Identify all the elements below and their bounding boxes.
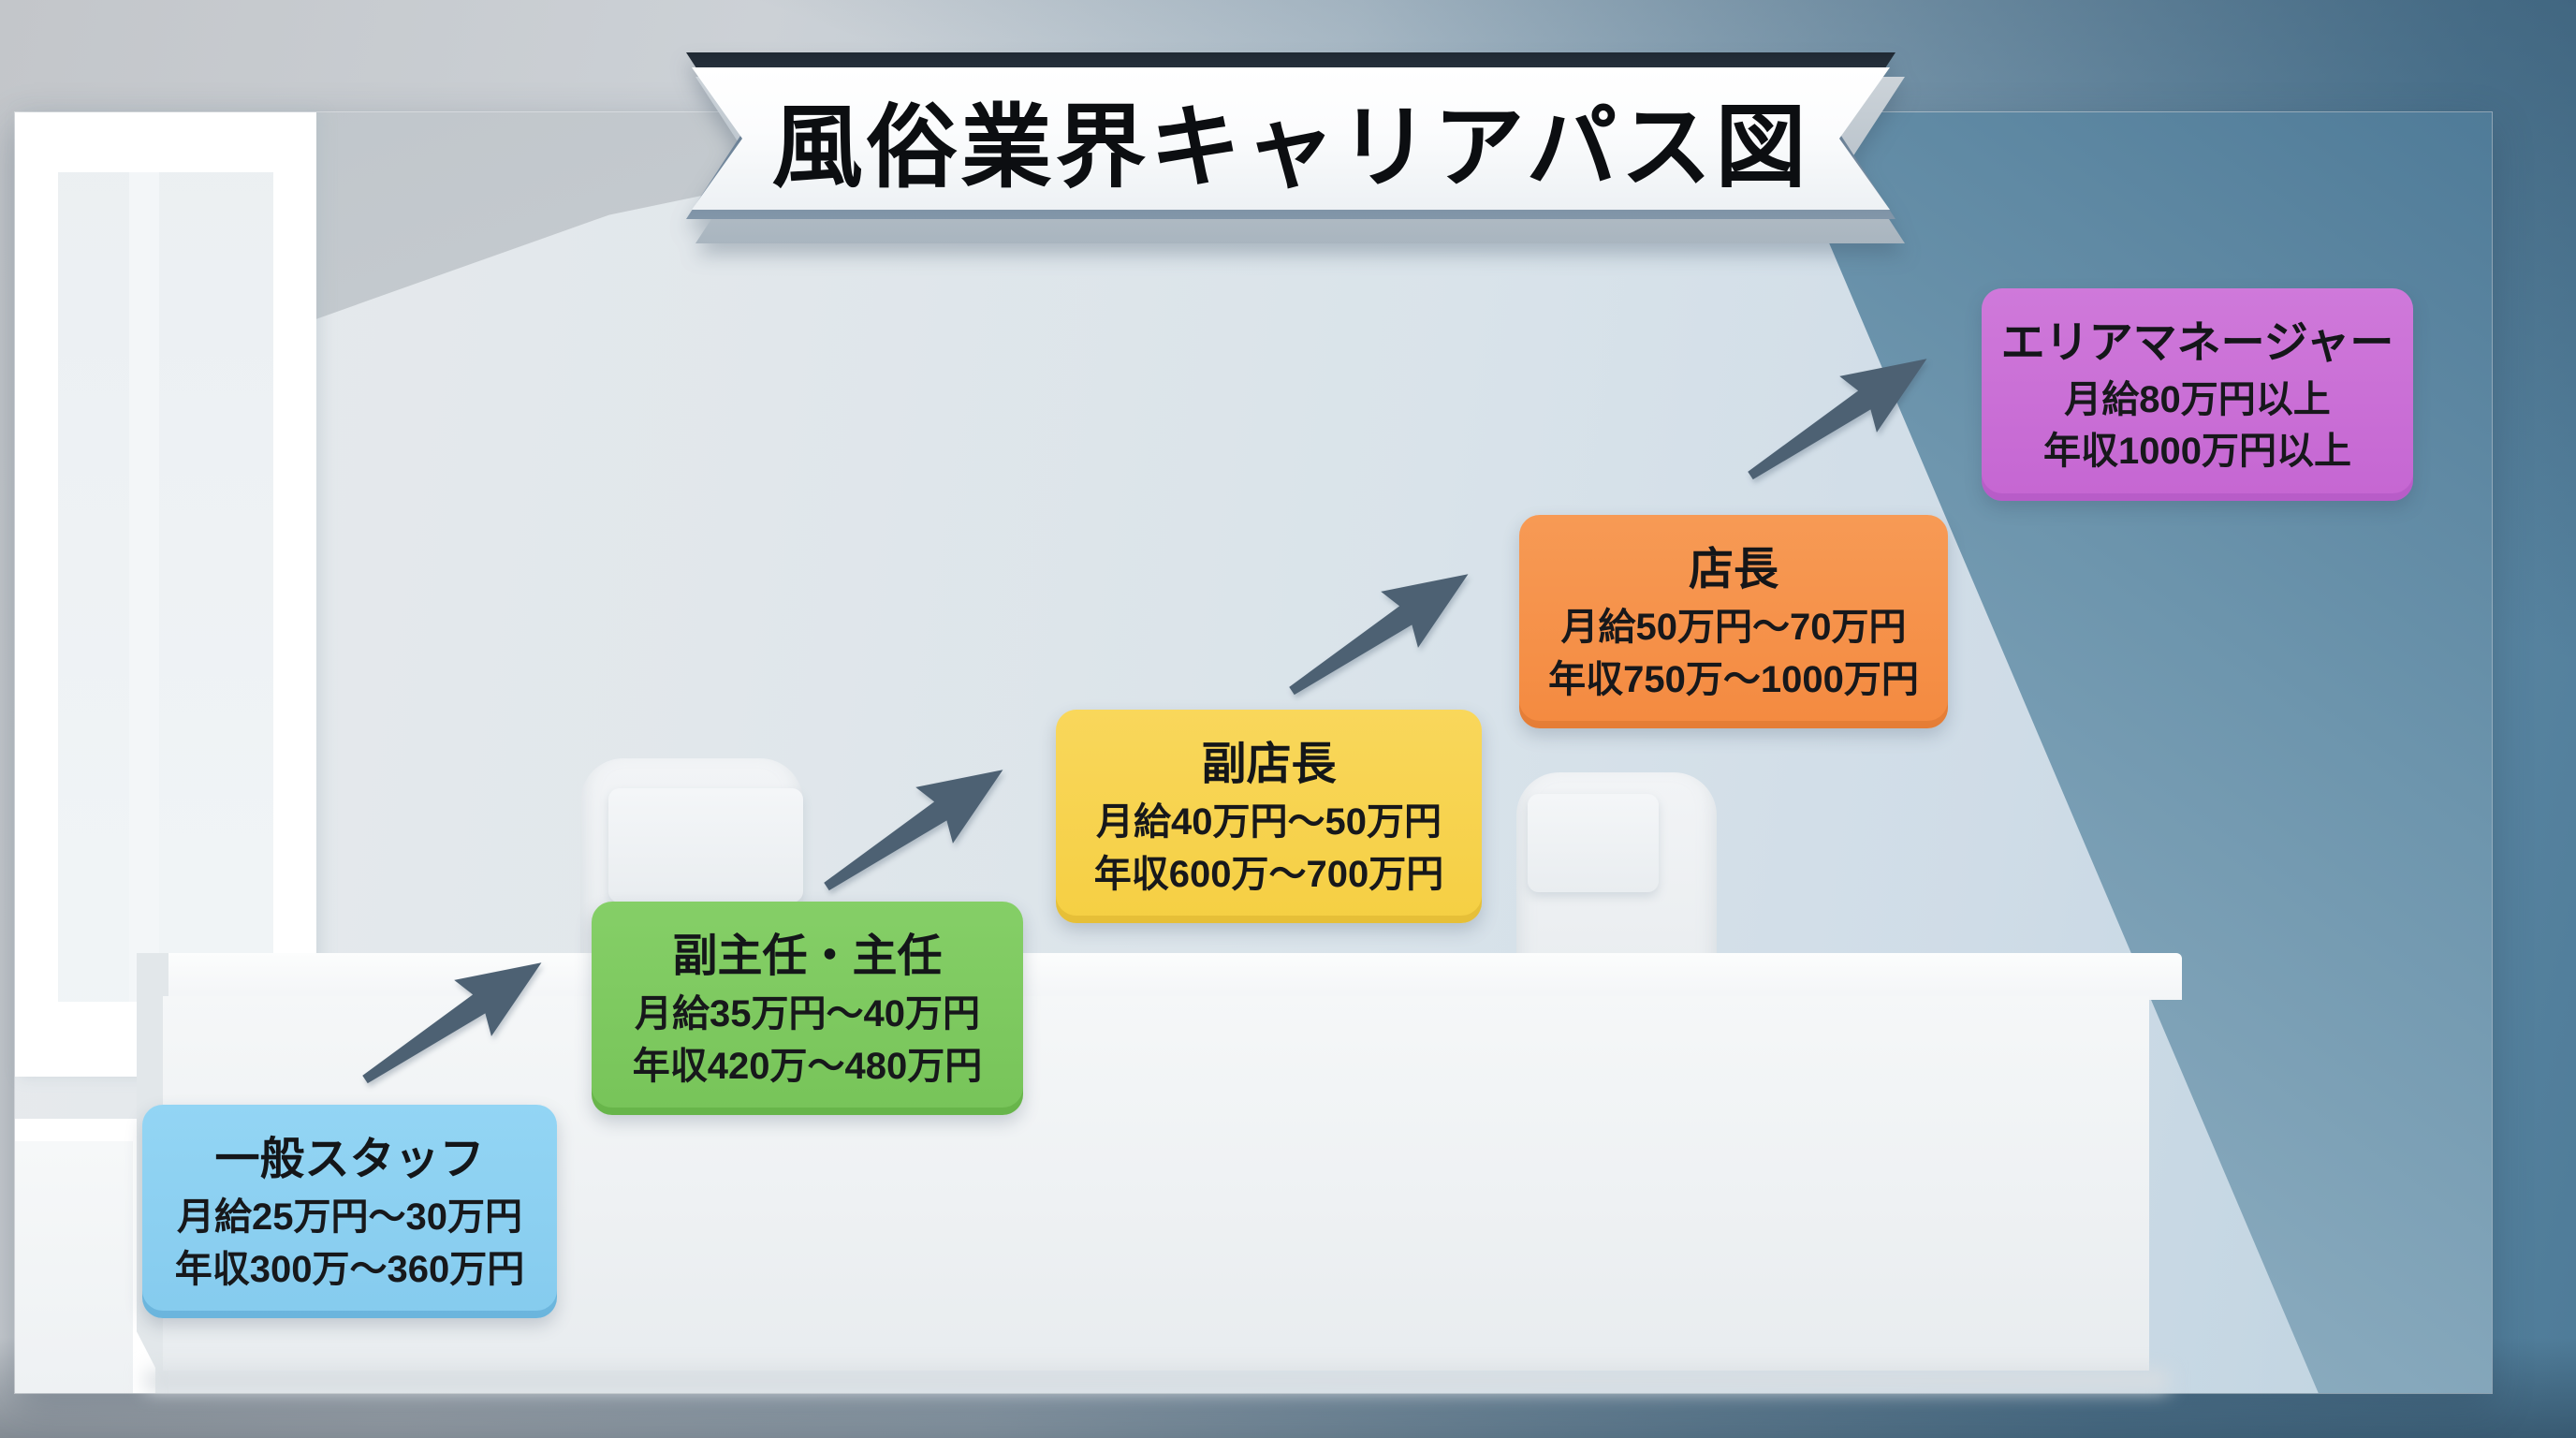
stage-card-store-manager: 店長 月給50万円〜70万円 年収750万〜1000万円 <box>1519 515 1948 728</box>
stage-monthly-salary: 月給50万円〜70万円 <box>1560 607 1907 649</box>
stage-name: エリアマネージャー <box>2000 317 2394 367</box>
stage-name: 店長 <box>1688 545 1778 594</box>
stage-card-general-staff: 一般スタッフ 月給25万円〜30万円 年収300万〜360万円 <box>142 1105 557 1318</box>
background-monitor-right <box>1528 794 1659 892</box>
stage-monthly-salary: 月給25万円〜30万円 <box>177 1196 522 1239</box>
stage-card-chief: 副主任・主任 月給35万円〜40万円 年収420万〜480万円 <box>592 902 1023 1115</box>
growth-arrow-icon <box>358 950 582 1091</box>
stage-monthly-salary: 月給35万円〜40万円 <box>635 993 980 1035</box>
growth-arrow-icon <box>1743 346 1968 487</box>
background-window-lower-left <box>15 1119 155 1393</box>
stage-name: 副主任・主任 <box>672 932 943 981</box>
stage-annual-salary: 年収750万〜1000万円 <box>1548 658 1919 700</box>
stage-card-assistant-manager: 副店長 月給40万円〜50万円 年収600万〜700万円 <box>1056 710 1482 923</box>
stage-annual-salary: 年収300万〜360万円 <box>174 1248 525 1290</box>
background-monitor-left <box>608 788 803 902</box>
ribbon-face: 風俗業界キャリアパス図 <box>692 67 1890 210</box>
background-window-left <box>15 112 316 1077</box>
title-ribbon: 風俗業界キャリアパス図 <box>686 52 1905 243</box>
growth-arrow-icon <box>819 757 1044 898</box>
stage-monthly-salary: 月給40万円〜50万円 <box>1096 801 1442 844</box>
stage-annual-salary: 年収600万〜700万円 <box>1093 853 1444 895</box>
growth-arrow-icon <box>1284 562 1509 702</box>
stage-annual-salary: 年収420万〜480万円 <box>632 1045 983 1087</box>
stage-card-area-manager: エリアマネージャー 月給80万円以上 年収1000万円以上 <box>1982 288 2413 501</box>
stage-name: 副店長 <box>1201 740 1337 789</box>
stage-annual-salary: 年収1000万円以上 <box>2043 431 2351 473</box>
stage-monthly-salary: 月給80万円以上 <box>2064 379 2331 421</box>
background-floor-shadow <box>146 1371 2168 1391</box>
stage-name: 一般スタッフ <box>214 1135 485 1184</box>
page-title: 風俗業界キャリアパス図 <box>771 95 1810 198</box>
